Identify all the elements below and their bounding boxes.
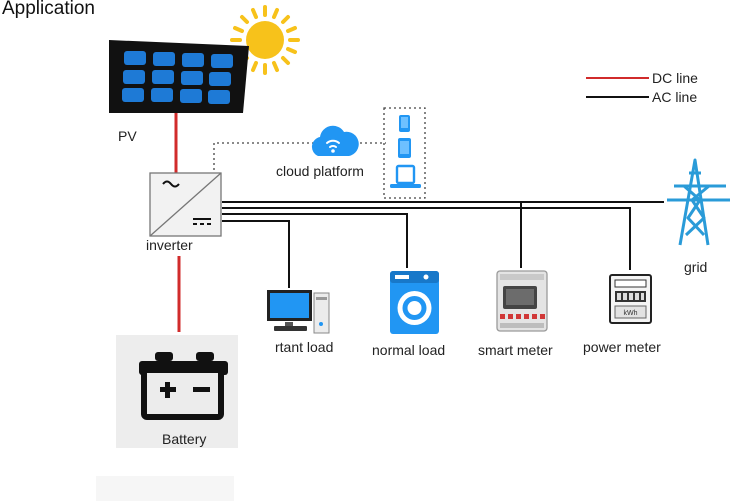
inverter-label: inverter [146, 237, 193, 253]
power-meter-icon: kWh [609, 274, 652, 324]
laptop-icon [390, 164, 421, 188]
dc-lines [174, 112, 181, 332]
battery-icon [139, 352, 228, 420]
grid-tower-icon [667, 158, 730, 246]
grid-label: grid [684, 259, 708, 275]
smart-meter-icon [496, 270, 548, 332]
tablet-icon [399, 115, 410, 132]
washing-machine-icon [390, 271, 439, 334]
computer-icon [267, 290, 330, 334]
pv-label: PV [118, 128, 137, 144]
devices-dotted-box [383, 107, 426, 199]
cloud-platform-label: cloud platform [276, 163, 364, 179]
ac-line-normal-load [222, 213, 408, 268]
phone-icon [398, 138, 411, 158]
smart-meter-label: smart meter [478, 342, 553, 358]
power-meter-display-text: kWh [624, 310, 638, 317]
page-title: Application [2, 0, 95, 19]
ac-line-important-load [222, 220, 290, 288]
important-load-label: rtant load [275, 339, 334, 355]
legend-ac-label: AC line [652, 89, 698, 105]
cloud-icon [311, 125, 359, 156]
battery-label: Battery [162, 431, 207, 447]
inverter-icon [149, 172, 222, 237]
solar-panel-icon [109, 40, 249, 113]
normal-load-label: normal load [372, 342, 446, 358]
ac-line-power-meter [222, 207, 631, 270]
ac-lines [222, 201, 664, 288]
bottom-faint-box [96, 476, 234, 501]
power-meter-label: power meter [583, 339, 661, 355]
legend-dc-label: DC line [652, 70, 698, 86]
